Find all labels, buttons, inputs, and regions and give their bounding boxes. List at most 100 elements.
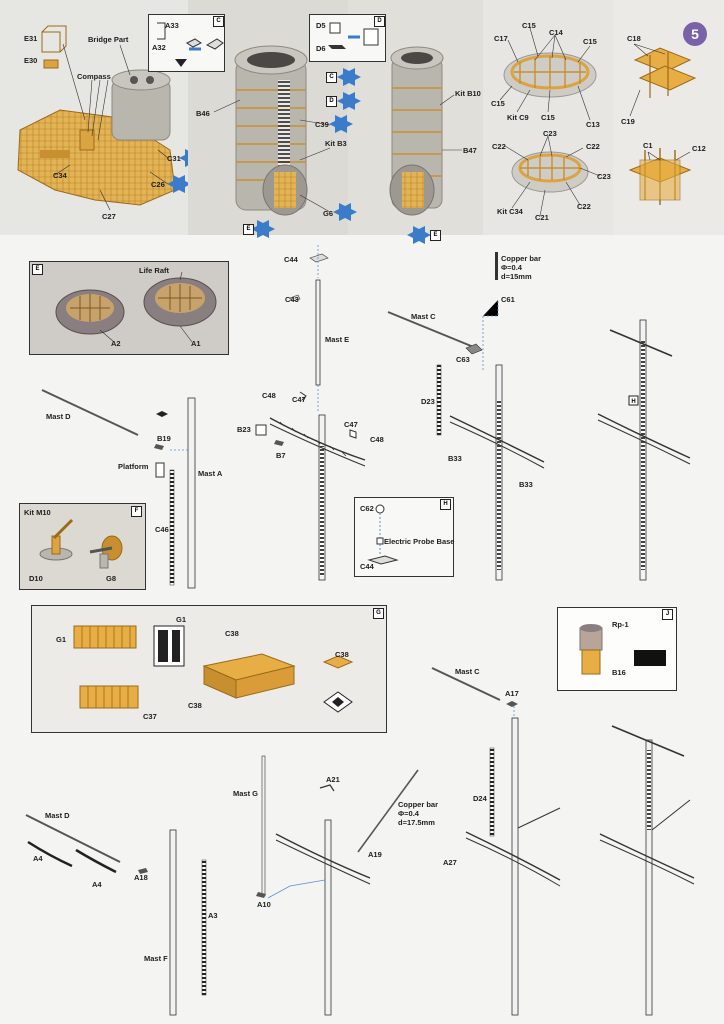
- label-mast-g: Mast G: [233, 789, 259, 798]
- label-kit-c9: Kit C9: [507, 113, 529, 122]
- label-c39: C39: [315, 120, 329, 129]
- label-c38-c: C38: [188, 701, 202, 710]
- label-g1-a: G1: [56, 635, 67, 644]
- label-a17: A17: [505, 689, 519, 698]
- inset-e-life-raft: [29, 261, 229, 355]
- label-c26: C26: [151, 180, 165, 189]
- label-c14: C14: [549, 28, 563, 37]
- label-c19: C19: [621, 117, 635, 126]
- label-copper-dim-2: d=15mm: [501, 272, 532, 281]
- label-mast-d: Mast D: [46, 412, 71, 421]
- label-c27: C27: [102, 212, 116, 221]
- e31-e30-sketch: [41, 25, 67, 69]
- inset-d-letter: D: [374, 16, 385, 27]
- label-c37: C37: [143, 712, 157, 721]
- label-b33-a: B33: [448, 454, 462, 463]
- label-c48-a: C48: [262, 391, 276, 400]
- life-raft-photo: [55, 271, 217, 343]
- label-platform: Platform: [118, 462, 149, 471]
- mast-f-diagram: [25, 814, 207, 1016]
- label-c31: C31: [167, 154, 181, 163]
- label-b23: B23: [237, 425, 251, 434]
- label-e30: E30: [24, 56, 38, 65]
- raft-leaders: [499, 27, 601, 217]
- label-mast-c-bottom: Mast C: [455, 667, 480, 676]
- label-d24: D24: [473, 794, 487, 803]
- label-a4-b: A4: [92, 880, 102, 889]
- inset-c-letter: C: [213, 16, 224, 27]
- label-b16: B16: [612, 668, 626, 677]
- label-c17: C17: [494, 34, 508, 43]
- label-kit-b10: Kit B10: [455, 89, 481, 98]
- label-mast-e: Mast E: [325, 335, 350, 344]
- label-bridge-part: Bridge Part: [88, 35, 129, 44]
- inset-f-gun: [19, 503, 146, 590]
- grid-leaders: [629, 43, 691, 161]
- label-b46: B46: [196, 109, 210, 118]
- label-c13: C13: [586, 120, 600, 129]
- label-c46: C46: [155, 525, 169, 534]
- label-a1: A1: [191, 339, 201, 348]
- label-c23-a: C23: [543, 129, 557, 138]
- label-b33-b: B33: [519, 480, 533, 489]
- inset-c: [148, 14, 225, 72]
- label-c62: C62: [360, 504, 374, 513]
- inset-c-art: [157, 22, 224, 67]
- label-a33: A33: [165, 21, 179, 30]
- label-a32: A32: [152, 43, 166, 52]
- label-copper-dim-1: Φ=0.4: [501, 263, 522, 272]
- label-copper-bar-1: Copper bar: [501, 254, 542, 263]
- label-c38-b: C38: [335, 650, 349, 659]
- label-c18: C18: [627, 34, 641, 43]
- inset-d: [309, 14, 386, 62]
- label-a2: A2: [111, 339, 121, 348]
- label-c15-a: C15: [522, 21, 536, 30]
- label-mast-d-bottom: Mast D: [45, 811, 70, 820]
- label-c12: C12: [692, 144, 706, 153]
- label-a3: A3: [208, 911, 218, 920]
- label-c22-a: C22: [492, 142, 506, 151]
- mast-c-bottom: [431, 667, 561, 1016]
- label-b47: B47: [463, 146, 477, 155]
- label-c23-b: C23: [597, 172, 611, 181]
- label-c48-b: C48: [370, 435, 384, 444]
- probe-art: [367, 504, 399, 565]
- label-copper-bar-2: Copper bar: [398, 800, 439, 809]
- label-g1-b: G1: [176, 615, 187, 624]
- inset-g-letter: G: [373, 608, 384, 619]
- svg-text:H: H: [631, 399, 635, 405]
- label-mast-a: Mast A: [198, 469, 223, 478]
- mast-a-diagram: [41, 389, 196, 589]
- inset-f-letter: F: [131, 506, 142, 517]
- label-e31: E31: [24, 34, 38, 43]
- inset-j-lamp: [557, 607, 677, 691]
- label-g6: G6: [323, 209, 334, 218]
- label-c22-c: C22: [577, 202, 591, 211]
- bridge-deck-photo: [17, 69, 176, 206]
- label-d10: D10: [29, 574, 43, 583]
- raft-frame-photos: [483, 0, 613, 235]
- label-copper-dim-3: Φ=0.4: [398, 809, 419, 818]
- label-mast-f: Mast F: [144, 954, 168, 963]
- label-d6: D6: [316, 44, 326, 53]
- lockers-photo: [73, 625, 354, 713]
- mast-c-diagram: [387, 252, 545, 581]
- page-number: 5: [683, 22, 707, 46]
- label-b7: B7: [276, 451, 286, 460]
- label-a10: A10: [257, 900, 271, 909]
- label-d5: D5: [316, 21, 326, 30]
- label-c61: C61: [501, 295, 515, 304]
- mast-c-bottom-final: [599, 725, 695, 1016]
- label-c22-b: C22: [586, 142, 600, 151]
- mast-g-diagram: [256, 755, 419, 1016]
- label-b19: B19: [157, 434, 171, 443]
- label-e-tag-1: E: [243, 224, 254, 235]
- label-c15-d: C15: [541, 113, 555, 122]
- label-a19: A19: [368, 850, 382, 859]
- funnel-leaders: [213, 94, 462, 213]
- label-rp-1: Rp-1: [612, 620, 629, 629]
- label-c-tag: C: [326, 72, 337, 83]
- label-c44-h: C44: [360, 562, 374, 571]
